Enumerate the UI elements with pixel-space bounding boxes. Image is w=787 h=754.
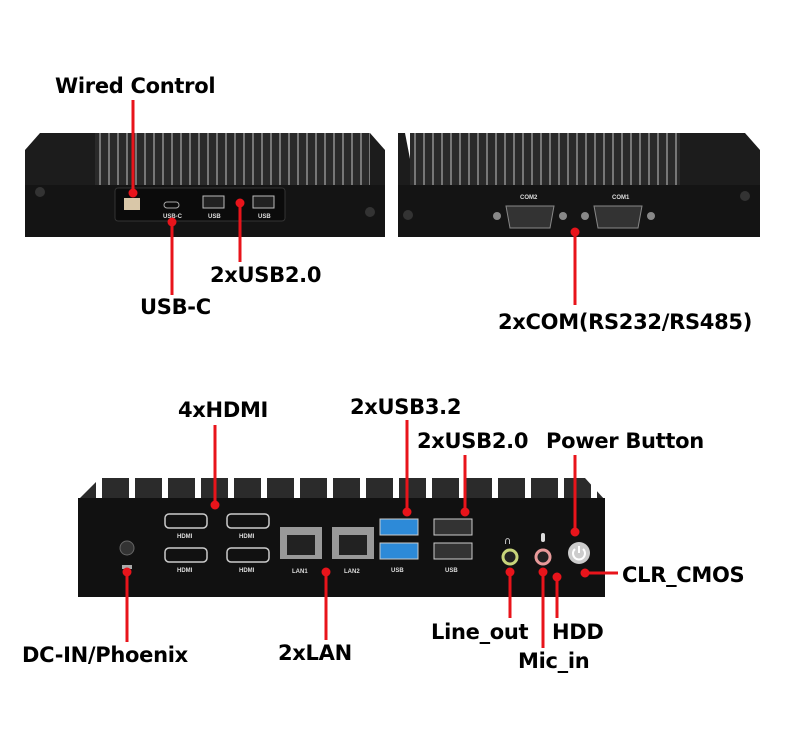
device-detail xyxy=(167,217,177,227)
device-detail xyxy=(670,133,760,185)
screw-icon xyxy=(403,210,413,220)
device-detail xyxy=(552,572,562,582)
screw-icon xyxy=(365,207,375,217)
hdmi-port xyxy=(164,513,208,529)
usb2-port xyxy=(433,518,473,536)
label-mic-in: Mic_in xyxy=(518,649,590,673)
device-detail xyxy=(538,567,548,577)
usb-c-port xyxy=(163,201,180,209)
device-detail xyxy=(164,513,270,563)
device-detail xyxy=(580,568,590,578)
device-detail xyxy=(114,187,286,222)
headphone-icon: ∩ xyxy=(504,536,511,547)
device-detail xyxy=(559,212,567,220)
device-detail xyxy=(321,567,331,577)
hdmi-port xyxy=(164,547,208,563)
port-label: COM1 xyxy=(612,195,630,201)
label-clr-cmos: CLR_CMOS xyxy=(622,563,745,587)
label-dc-in: DC-IN/Phoenix xyxy=(22,643,188,667)
port-label: USB xyxy=(391,568,404,574)
power-icon xyxy=(572,546,586,561)
microphone-icon xyxy=(541,533,545,542)
com1-port xyxy=(593,205,643,229)
label-hdd: HDD xyxy=(552,620,604,644)
device-detail xyxy=(210,500,220,510)
usb3-port xyxy=(379,518,419,536)
device-detail xyxy=(570,227,580,237)
heatsink-fins xyxy=(95,133,370,188)
usb3-port xyxy=(379,542,419,560)
usb2-port xyxy=(433,542,473,560)
label-usb-c: USB-C xyxy=(140,295,211,319)
device-detail xyxy=(647,212,655,220)
rear-view-device: COM2 COM1 xyxy=(398,133,760,237)
callout-lines xyxy=(122,100,618,648)
heatsink-fins xyxy=(410,133,680,188)
label-usb20-rear: 2xUSB2.0 xyxy=(417,429,529,453)
label-lan: 2xLAN xyxy=(278,641,352,665)
device-detail xyxy=(402,507,412,517)
device-detail xyxy=(570,527,580,537)
device-detail xyxy=(581,212,589,220)
device-detail xyxy=(78,478,605,500)
port-label: USB xyxy=(258,214,271,220)
hdmi-port xyxy=(226,547,270,563)
port-label: USB xyxy=(445,568,458,574)
usb-port xyxy=(202,195,225,209)
label-wired-control: Wired Control xyxy=(55,74,216,98)
port-label: USB-C xyxy=(163,214,183,220)
label-usb20-front: 2xUSB2.0 xyxy=(210,263,322,287)
rear-panel-device: HDMI HDMI HDMI HDMI LAN1 LAN2 USB USB ∩ xyxy=(78,478,605,597)
mic-in-jack xyxy=(534,548,552,566)
port-label: USB xyxy=(208,214,221,220)
label-usb32: 2xUSB3.2 xyxy=(350,395,462,419)
port-label: HDMI xyxy=(239,568,255,574)
device-detail xyxy=(122,565,132,569)
dc-in-port xyxy=(119,540,135,556)
device-detail xyxy=(505,567,515,577)
label-com: 2xCOM(RS232/RS485) xyxy=(498,310,753,334)
device-detail xyxy=(235,198,245,208)
screw-icon xyxy=(35,187,45,197)
port-label: LAN2 xyxy=(344,569,360,575)
wired-control-port xyxy=(124,198,140,210)
line-out-jack xyxy=(501,548,519,566)
label-line-out: Line_out xyxy=(431,620,529,644)
port-label: HDMI xyxy=(177,534,193,540)
port-label: LAN1 xyxy=(292,569,308,575)
device-detail xyxy=(128,188,138,198)
device-detail xyxy=(398,185,760,237)
label-hdmi: 4xHDMI xyxy=(178,398,269,422)
port-label: HDMI xyxy=(177,568,193,574)
device-detail xyxy=(368,133,385,185)
device-detail xyxy=(460,507,470,517)
device-detail xyxy=(25,133,100,185)
port-label: COM2 xyxy=(520,195,538,201)
device-detail xyxy=(287,535,315,555)
hdmi-port xyxy=(226,513,270,529)
screw-icon xyxy=(740,191,750,201)
usb-port xyxy=(252,195,275,209)
port-label: HDMI xyxy=(239,534,255,540)
device-detail xyxy=(493,212,501,220)
device-detail xyxy=(122,567,132,577)
front-view-device: USB-C USB USB xyxy=(25,133,385,237)
device-detail xyxy=(339,535,367,555)
label-power-button: Power Button xyxy=(546,429,704,453)
com2-port xyxy=(505,205,555,229)
